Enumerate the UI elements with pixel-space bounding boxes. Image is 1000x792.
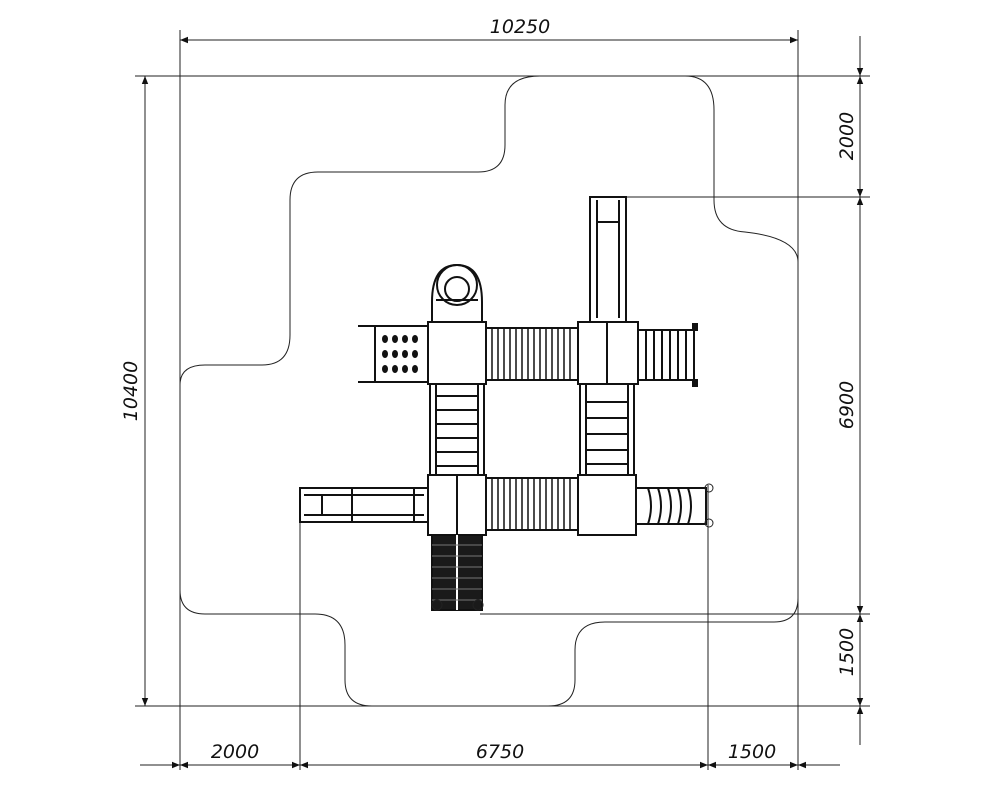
crawl-tunnel xyxy=(431,263,483,323)
slide-top xyxy=(589,196,627,323)
dim-right-bottom: 1500 xyxy=(836,628,858,676)
dim-right-middle: 6900 xyxy=(836,381,858,429)
bridge-bottom xyxy=(485,477,579,531)
dim-bottom-right: 1500 xyxy=(728,741,776,763)
ladder-bottom xyxy=(431,534,484,611)
bridge-right-vertical xyxy=(579,383,635,476)
dimension-lines xyxy=(140,36,864,769)
dim-bottom-left: 2000 xyxy=(211,741,259,763)
dim-left-total: 10400 xyxy=(120,361,142,421)
ladder-right-top xyxy=(637,323,698,387)
dim-top-total: 10250 xyxy=(490,16,550,38)
platform-tower-4 xyxy=(577,474,637,536)
dim-bottom-middle: 6750 xyxy=(476,741,524,763)
steps-right-bottom xyxy=(635,483,714,528)
safety-zone-outline xyxy=(179,75,799,707)
bridge-left-vertical xyxy=(429,383,485,476)
platform-tower-1 xyxy=(427,321,487,385)
climbing-wall-left xyxy=(358,325,429,383)
dim-right-top: 2000 xyxy=(836,112,858,160)
bridge-top xyxy=(485,327,579,381)
extension-lines xyxy=(135,30,870,770)
slide-left xyxy=(299,487,429,523)
playground-equipment xyxy=(299,196,714,611)
